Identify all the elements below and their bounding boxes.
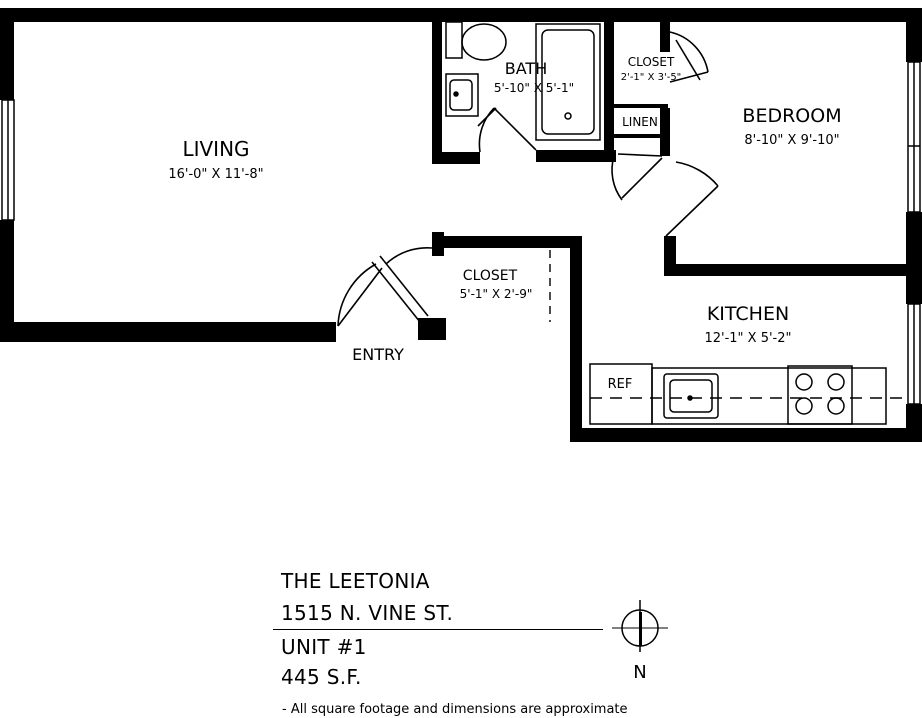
ref-label: REF (608, 377, 633, 392)
living-dimensions: 16'-0" X 11'-8" (168, 167, 263, 182)
bedroom-dimensions: 8'-10" X 9'-10" (744, 133, 839, 148)
closet-b-label: CLOSET (463, 268, 518, 284)
disclaimer-footnote: - All square footage and dimensions are … (282, 702, 628, 717)
refrigerator (589, 363, 653, 425)
kitchen-dimensions: 12'-1" X 5'-2" (704, 331, 791, 346)
entry-label: ENTRY (352, 345, 404, 364)
counter (651, 367, 887, 425)
closet-a-label: CLOSET (628, 55, 675, 69)
toilet-bowl (461, 23, 507, 61)
building-address: 1515 N. VINE ST. (281, 601, 454, 625)
stove (787, 365, 853, 425)
linen-label: LINEN (622, 115, 658, 129)
unit-number: UNIT #1 (281, 635, 367, 659)
unit-area: 445 S.F. (281, 665, 362, 689)
closet-a-dimensions: 2'-1" X 3'-5" (621, 72, 682, 83)
windows (1, 61, 921, 405)
bedroom-label: BEDROOM (742, 105, 841, 127)
kitchen-sink (663, 373, 719, 419)
kitchen-label: KITCHEN (707, 303, 789, 325)
walls (0, 8, 922, 442)
bath-sink (445, 73, 479, 117)
bath-fixtures (445, 21, 601, 141)
north-compass-icon (612, 600, 668, 652)
bath-label: BATH (505, 59, 547, 78)
living-label: LIVING (182, 137, 249, 161)
info-divider (273, 629, 603, 630)
bath-dimensions: 5'-10" X 5'-1" (494, 81, 574, 95)
toilet-tank (445, 21, 463, 59)
kitchen-fixtures (589, 363, 906, 425)
building-name: THE LEETONIA (281, 569, 430, 593)
bathtub (535, 23, 601, 141)
north-label: N (633, 662, 646, 683)
doors (337, 31, 719, 327)
closet-b-dimensions: 5'-1" X 2'-9" (460, 287, 533, 301)
